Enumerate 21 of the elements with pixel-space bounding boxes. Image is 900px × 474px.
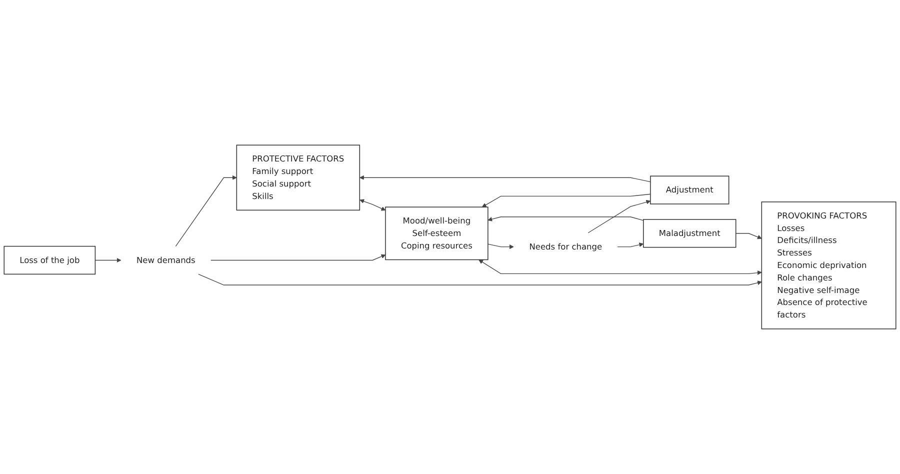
node-box: PROVOKING FACTORS Losses Deficits/illness Stresses Economic deprivation Role changes Negative self-image Absence of protective factors (761, 202, 896, 330)
arrow (359, 175, 651, 182)
node-box: Loss of the job (4, 246, 96, 275)
arrow (478, 260, 762, 275)
arrow (488, 216, 644, 222)
arrow (210, 254, 386, 261)
arrow (588, 200, 651, 234)
arrow (198, 274, 762, 286)
node-box: Adjustment (650, 176, 730, 204)
arrow (736, 233, 762, 240)
node-box: PROTECTIVE FACTORS Family support Social support Skills (236, 144, 360, 211)
arrow (360, 199, 386, 211)
node-box: Maladjustment (643, 219, 736, 248)
arrow (94, 258, 122, 262)
arrow (175, 175, 237, 247)
node-text: Needs for change (529, 242, 602, 252)
arrow (617, 242, 644, 248)
arrow (482, 194, 651, 208)
node-box: Mood/well-being Self-esteem Coping resources (385, 206, 488, 260)
arrow (488, 244, 514, 250)
node-text: New demands (136, 255, 196, 265)
